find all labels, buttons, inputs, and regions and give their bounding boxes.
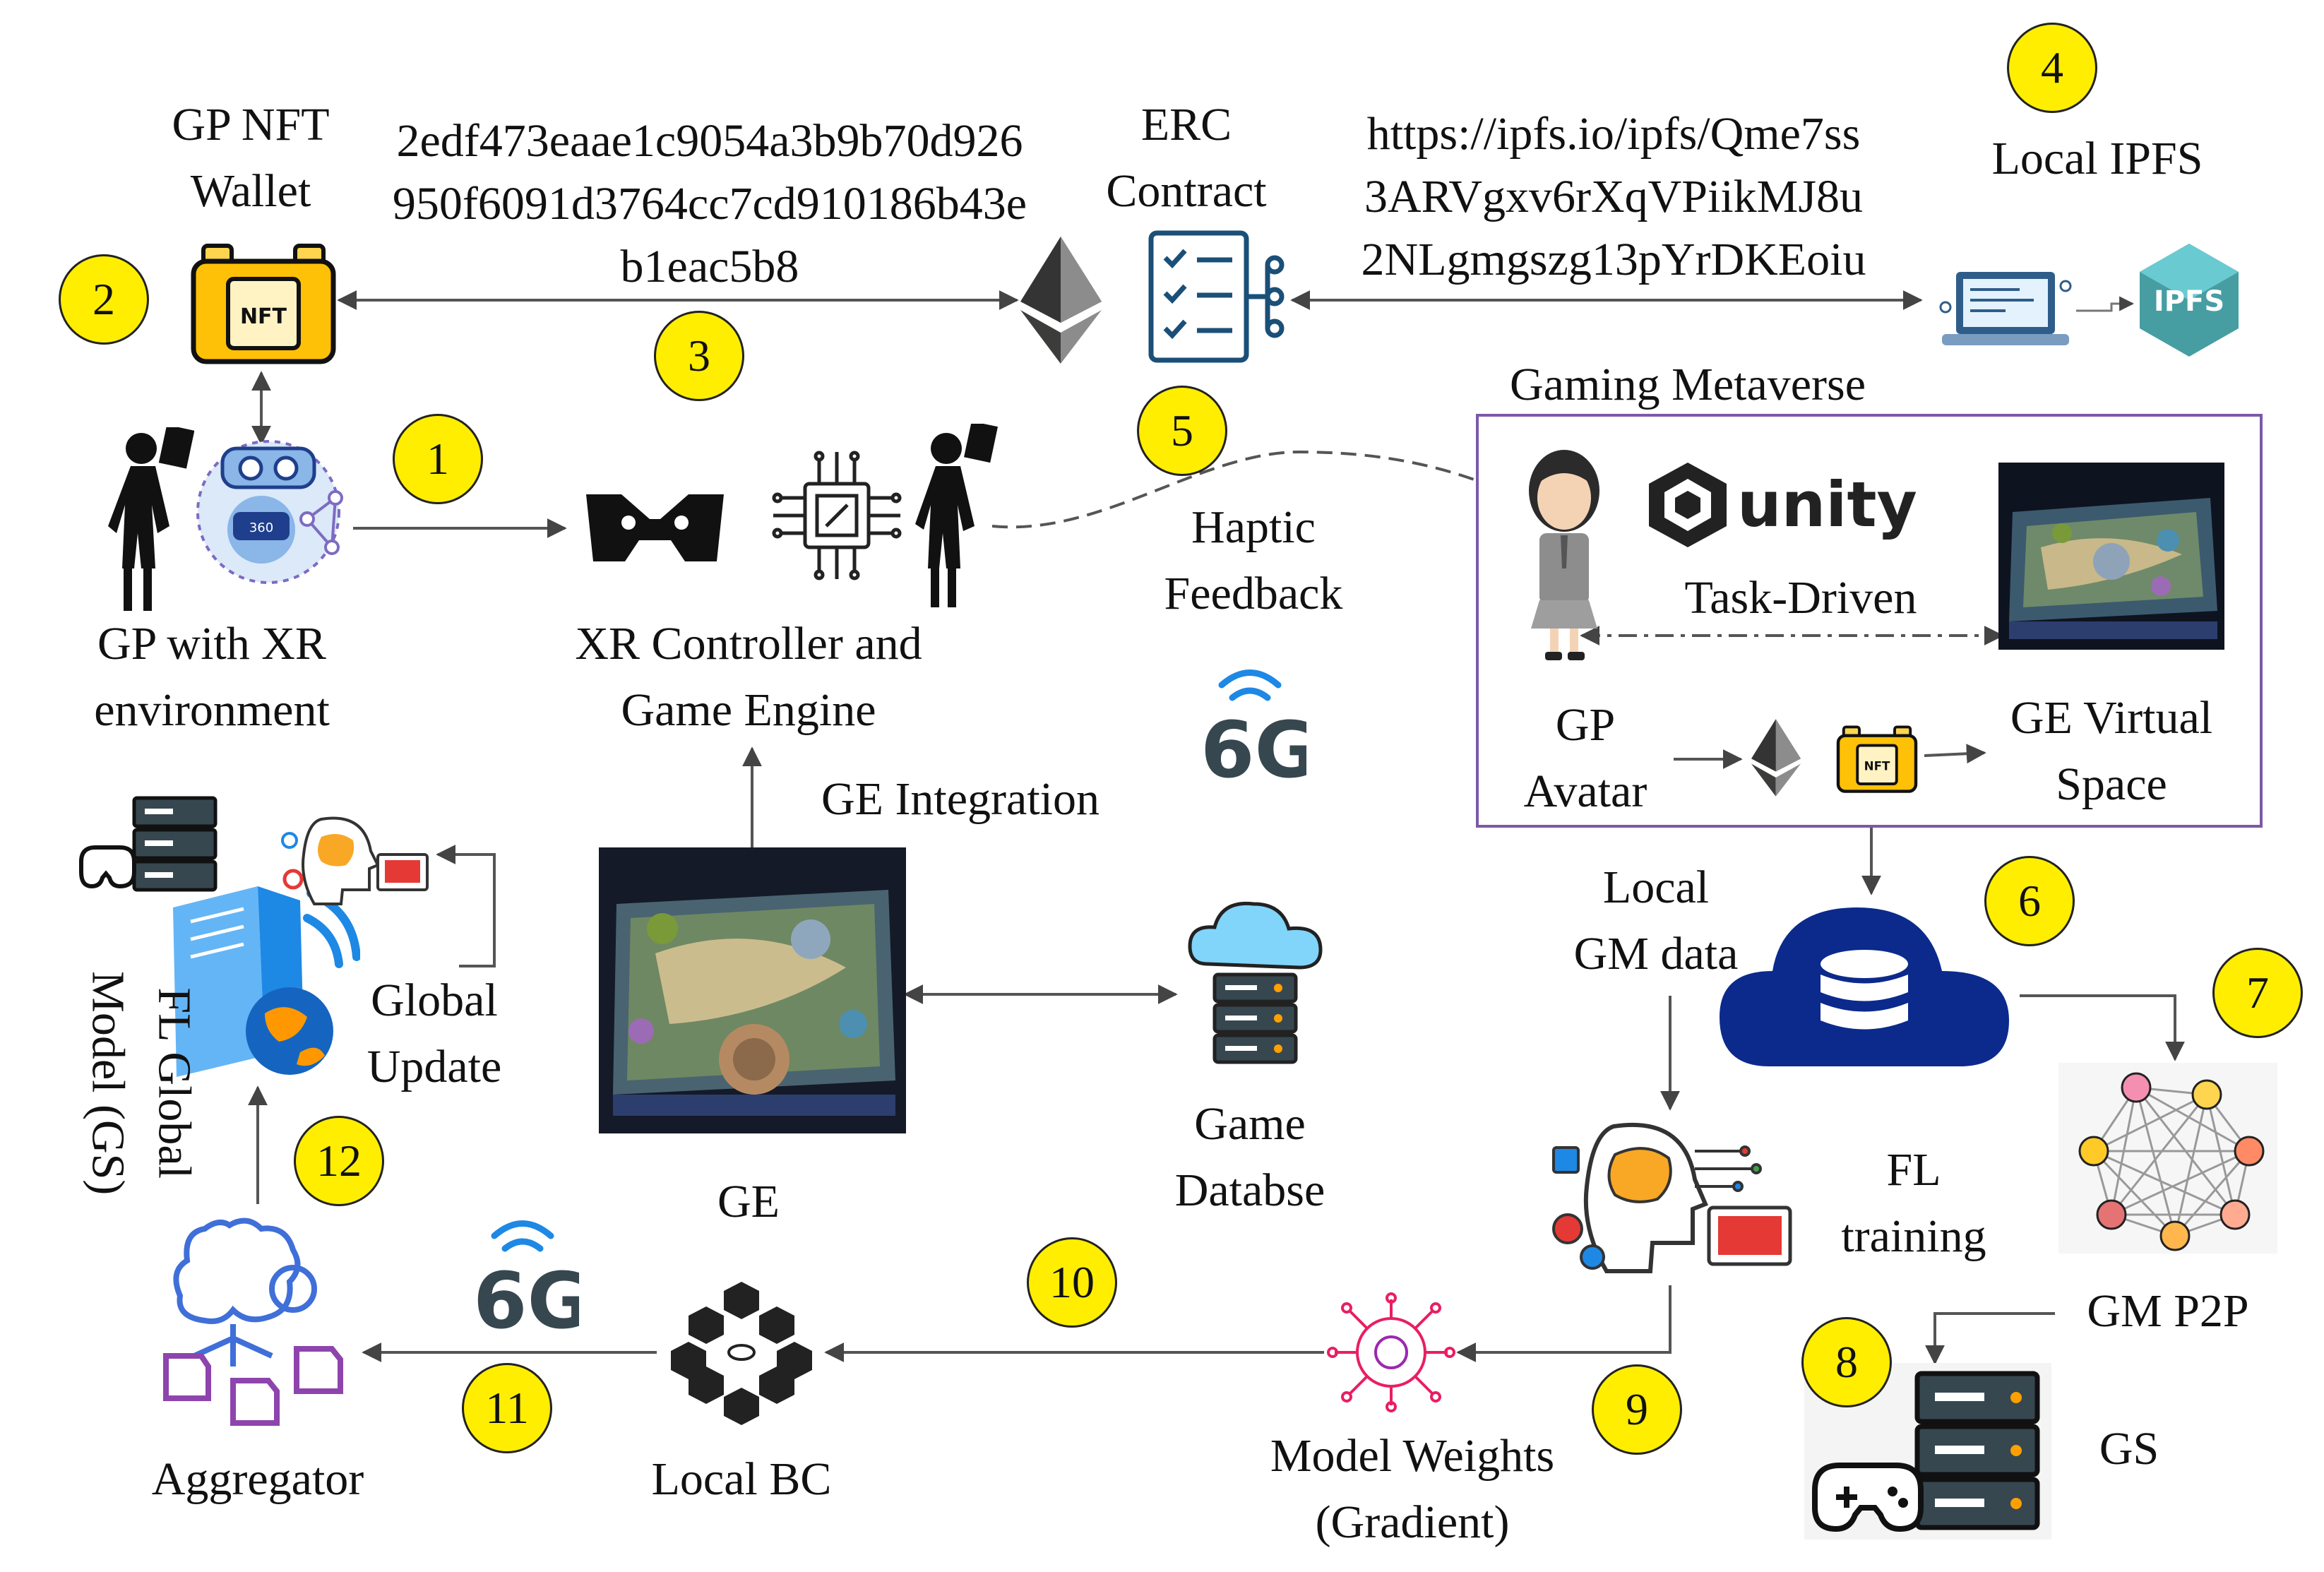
step-badge-8: 8 <box>1801 1317 1892 1407</box>
blockchain-icon <box>664 1278 819 1427</box>
step-badge-11: 11 <box>462 1363 552 1453</box>
step-badge-1: 1 <box>393 414 483 504</box>
contract-icon <box>1144 226 1296 367</box>
ge-label: GE <box>717 1176 780 1227</box>
global-update-arrow <box>436 845 496 967</box>
svg-text:unity: unity <box>1737 468 1917 541</box>
avatar-nft-icon: NFT <box>1835 724 1919 794</box>
ipfs-logo-icon: IPFS <box>2140 244 2239 357</box>
virtual-space-map-icon <box>1998 463 2224 650</box>
step-badge-9: 9 <box>1592 1364 1682 1455</box>
gm-p2p-label: GM P2P <box>2087 1285 2249 1337</box>
model-weights-icon <box>1324 1292 1458 1412</box>
six-g-bottom-icon: 6G <box>466 1208 579 1335</box>
fl-weights-arrow <box>1456 1285 1672 1362</box>
step-badge-4: 4 <box>2007 23 2097 113</box>
svg-text:NFT: NFT <box>1864 760 1890 773</box>
six-g-icon: 6G <box>1193 657 1306 784</box>
svg-text:6G: 6G <box>473 1256 579 1335</box>
step-badge-6: 6 <box>1984 856 2075 946</box>
task-driven-label: Task-Driven <box>1684 572 1917 624</box>
step-badge-2: 2 <box>59 254 149 345</box>
svg-text:NFT: NFT <box>240 304 287 329</box>
aggregator-icon <box>155 1211 360 1430</box>
vr-headset-icon: 360 <box>194 434 346 586</box>
step-badge-10: 10 <box>1027 1237 1117 1328</box>
ge-integration-label: GE Integration <box>821 773 1100 825</box>
gaming-metaverse-box <box>1476 414 2263 828</box>
haptic-dashed-link <box>991 450 1477 529</box>
svg-text:360: 360 <box>249 520 273 535</box>
game-server-rack-icon <box>78 794 219 893</box>
gaming-metaverse-label: Gaming Metaverse <box>1510 359 1866 410</box>
gamer-person-icon <box>102 427 194 618</box>
step-badge-7: 7 <box>2212 948 2303 1038</box>
model-weights-label: Model Weights(Gradient) <box>1270 1430 1555 1548</box>
global-update-ai-icon <box>272 812 434 911</box>
processor-chip-icon <box>766 445 907 586</box>
local-bc-label: Local BC <box>651 1453 832 1505</box>
avatar-ethereum-icon <box>1751 719 1801 797</box>
gmp2p-gs-arrow <box>1925 1312 2055 1365</box>
gs-label: GS <box>2099 1423 2159 1475</box>
svg-text:6G: 6G <box>1200 705 1306 784</box>
xr-controller-icon <box>579 480 731 572</box>
step-badge-3: 3 <box>654 311 744 401</box>
nft-wallet-icon: NFT <box>189 240 338 367</box>
game-engine-map-icon <box>599 847 906 1133</box>
aggregator-label: Aggregator <box>151 1453 364 1505</box>
unity-logo-icon: unity <box>1645 459 1942 551</box>
gs-game-server-icon <box>1804 1363 2051 1540</box>
local-gm-data-cloud-icon <box>1716 886 2013 1073</box>
fl-training-ai-icon <box>1536 1116 1797 1285</box>
cloud-database-icon <box>1176 893 1335 1073</box>
gp-avatar-icon <box>1511 445 1617 664</box>
step-badge-12: 12 <box>294 1116 384 1206</box>
local-ipfs-label: Local IPFS <box>1991 133 2203 184</box>
ipfs-node-icon <box>1935 265 2076 357</box>
player-person-icon <box>911 424 999 614</box>
svg-text:IPFS: IPFS <box>2154 285 2224 318</box>
ethereum-icon <box>1020 237 1102 364</box>
step-badge-5: 5 <box>1137 386 1227 476</box>
p2p-network-icon <box>2058 1063 2277 1254</box>
nft-virtual-arrow <box>1924 744 1986 764</box>
cloud-p2p-arrow <box>2020 994 2185 1061</box>
